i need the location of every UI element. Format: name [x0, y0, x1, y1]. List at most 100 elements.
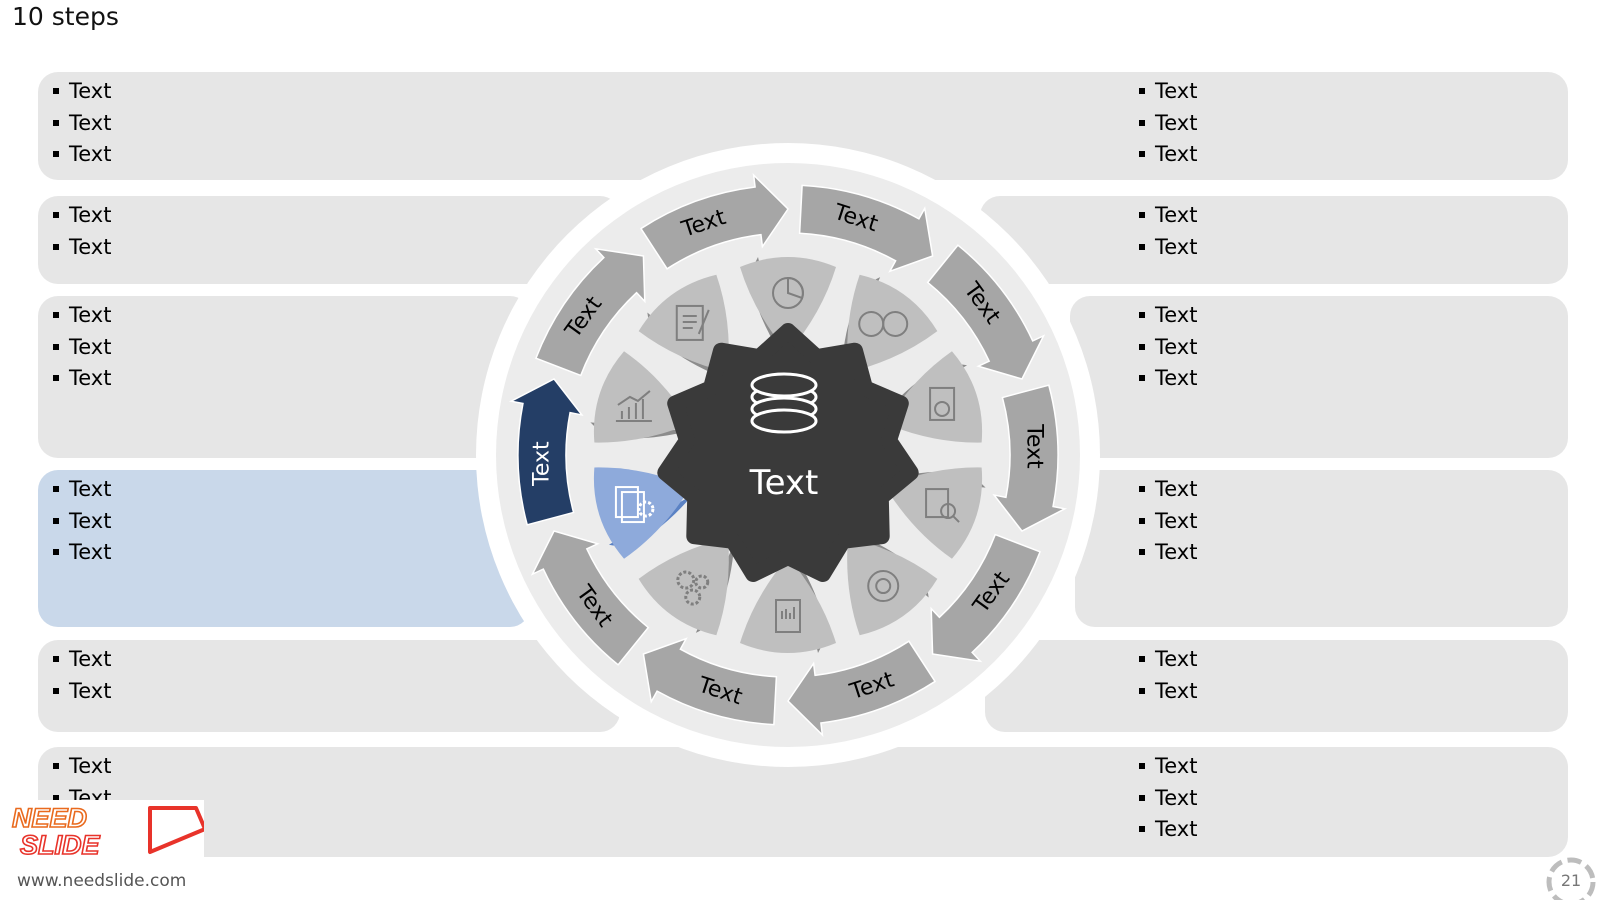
step-arrow-shape	[926, 244, 1046, 380]
report-chart-icon	[775, 599, 801, 633]
petal-shape	[593, 467, 691, 559]
bullet-item: Text	[1124, 537, 1197, 569]
bullet-item: Text	[1124, 300, 1197, 332]
contract-pen-icon	[675, 304, 710, 341]
bullet-item: Text	[38, 300, 111, 332]
step-arrow-shape	[530, 530, 650, 666]
petal-shape	[740, 257, 836, 353]
bullet-item: Text	[1124, 232, 1197, 264]
text-box-left-3	[38, 296, 530, 458]
bullet-item: Text	[38, 644, 111, 676]
bullet-item: Text	[38, 506, 111, 538]
logo-line2: SLIDE	[20, 830, 101, 858]
bar-chart-icon	[615, 390, 652, 422]
center-hub: Text	[657, 323, 919, 582]
step-arrow-shape	[787, 640, 937, 737]
bullet-item: Text	[1124, 783, 1197, 815]
bullet-item: Text	[38, 332, 111, 364]
petal-shape	[847, 274, 938, 373]
step-arrow-10: Text	[639, 173, 789, 270]
bullet-item: Text	[38, 474, 111, 506]
slide-title: 10 steps	[12, 2, 119, 31]
step-petal-5	[847, 532, 938, 636]
text-box-row-1	[38, 72, 1568, 180]
bullet-item: Text	[1124, 200, 1197, 232]
step-arrow-8: Text	[508, 378, 584, 526]
step-arrow-7: Text	[530, 530, 650, 666]
bullet-item: Text	[1124, 108, 1197, 140]
step-arrow-label: Text	[530, 441, 555, 487]
bullet-item: Text	[1124, 363, 1197, 395]
page-cycle-icon	[1546, 857, 1596, 900]
pie-chart-icon	[772, 276, 804, 309]
step-arrow-5: Text	[787, 640, 937, 737]
center-label: Text	[749, 463, 819, 503]
step-arrow-3: Text	[992, 384, 1068, 532]
step-arrow-1: Text	[798, 184, 934, 273]
step-arrow-shape	[798, 184, 934, 273]
bullet-item: Text	[38, 537, 111, 569]
bullet-item: Text	[38, 232, 111, 264]
text-box-right-4	[1075, 470, 1568, 627]
bullet-item: Text	[1124, 76, 1197, 108]
text-box-left-5	[38, 640, 620, 732]
step-petal-7	[638, 537, 735, 636]
step-arrow-9: Text	[534, 247, 646, 377]
step-arrow-shape	[508, 378, 584, 526]
center-gear-shape	[657, 323, 919, 582]
bullet-item: Text	[38, 676, 111, 708]
text-box-right-2	[980, 196, 1568, 284]
bullet-item: Text	[1124, 644, 1197, 676]
step-petal-6	[740, 557, 836, 653]
bullet-item: Text	[38, 200, 111, 232]
bullet-item: Text	[1124, 139, 1197, 171]
bullet-item: Text	[1124, 506, 1197, 538]
step-arrow-shape	[639, 173, 789, 270]
website-url[interactable]: www.needslide.com	[17, 871, 187, 891]
currency-exchange-icon	[858, 310, 909, 337]
petal-shape	[885, 351, 983, 443]
bullet-item: Text	[38, 139, 111, 171]
text-box-right-3	[1070, 296, 1568, 458]
petal-shape	[740, 557, 836, 653]
page-number: 21	[1560, 871, 1582, 890]
logo-line1: NEED	[12, 803, 87, 833]
coin-stack-icon	[750, 372, 818, 434]
bullet-item: Text	[1124, 474, 1197, 506]
step-arrow-label: Text	[1021, 423, 1046, 469]
step-arrow-4: Text	[930, 533, 1042, 663]
bullet-item: Text	[1124, 814, 1197, 846]
step-arrow-shape	[992, 384, 1068, 532]
bullet-item: Text	[1124, 332, 1197, 364]
petal-shape	[885, 467, 983, 559]
step-arrow-shape	[642, 637, 778, 726]
document-clock-icon	[929, 386, 956, 421]
donut-chart-icon	[867, 570, 900, 603]
step-petal-1	[740, 257, 836, 353]
bullet-item: Text	[38, 108, 111, 140]
step-arrow-2: Text	[926, 244, 1046, 380]
petal-shape	[847, 537, 938, 636]
step-arrow-shape	[534, 247, 646, 377]
step-petal-10	[638, 274, 729, 378]
step-petal-8	[593, 467, 694, 559]
step-arrow-6: Text	[642, 637, 778, 726]
bullet-item: Text	[38, 76, 111, 108]
step-arrow-shape	[930, 533, 1042, 663]
text-box-left-2	[38, 196, 620, 284]
step-petal-9	[590, 351, 691, 443]
text-box-right-5	[985, 640, 1568, 732]
petal-shape	[638, 274, 729, 373]
petal-shape	[638, 537, 729, 636]
